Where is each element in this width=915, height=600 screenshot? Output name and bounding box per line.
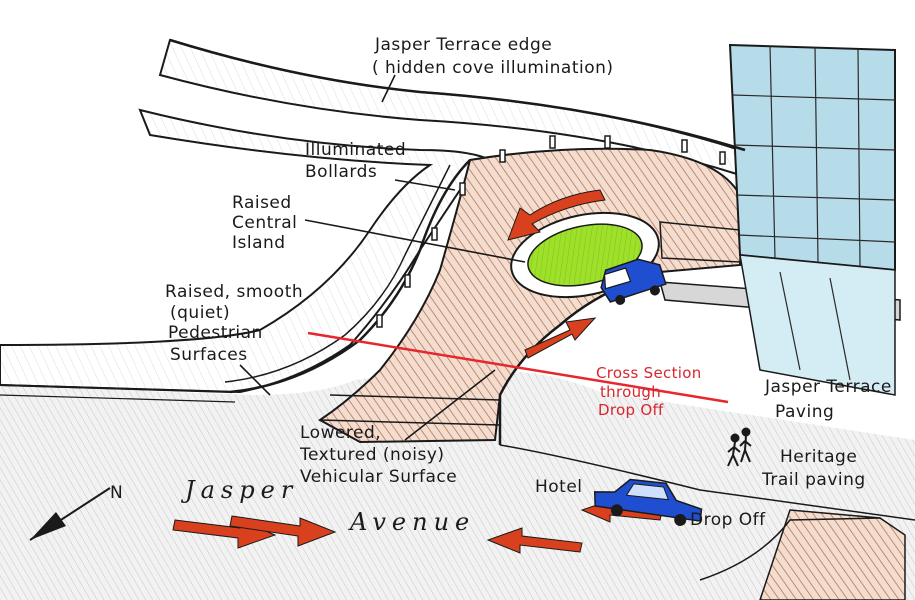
terrace-edge-line (169, 38, 746, 152)
crosswalk-line-1 (329, 394, 501, 401)
leader-ped (239, 364, 271, 396)
label-ped-3: Pedestrian (168, 323, 263, 343)
right-sidewalk-curb (499, 444, 915, 521)
cross-section-line (307, 331, 729, 404)
label-dropoff: Drop Off (690, 510, 766, 530)
label-street-2: Avenue (348, 508, 475, 536)
label-cross-2: through (600, 383, 661, 401)
label-bollards-1: Illuminated (305, 140, 406, 160)
loop-arrow-top (507, 189, 606, 241)
label-heritage-1: Heritage (780, 447, 857, 467)
car-icon (593, 478, 703, 526)
jasper-avenue-road (0, 370, 915, 600)
label-ped-2: (quiet) (170, 303, 230, 323)
label-street-1: Jasper (180, 476, 298, 504)
label-veh-1: Lowered, (300, 423, 381, 443)
leader-terrace-edge (381, 74, 396, 103)
label-ped-1: Raised, smooth (165, 282, 303, 302)
bollard (376, 314, 383, 328)
sidewalk-bottom (699, 517, 881, 581)
label-veh-2: Textured (noisy) (299, 445, 445, 465)
label-terrace-edge-2: ( hidden cove illumination) (372, 58, 614, 78)
heritage-trail-crossing (759, 509, 906, 600)
bollard (499, 149, 506, 163)
avenue-arrow-3 (486, 527, 583, 554)
bollards (376, 135, 726, 328)
north-arrow-icon: N (29, 483, 123, 541)
label-paving-2: Paving (775, 402, 834, 422)
road-edge-2 (0, 394, 236, 403)
leader-island (304, 219, 526, 263)
pedestrians-icon (727, 427, 752, 467)
avenue-arrow-2 (229, 515, 337, 547)
loop-arrow-bottom (524, 317, 597, 359)
label-island-1: Raised (232, 193, 292, 213)
label-ped-4: Surfaces (170, 345, 248, 365)
label-paving-1: Jasper Terrace (764, 377, 892, 397)
bollard (719, 151, 726, 165)
leader-vehicular (404, 369, 496, 441)
traffic-arrows (172, 189, 663, 554)
pedestrian-curb (229, 159, 471, 394)
bollard (404, 274, 411, 288)
crosswalk-line-2 (319, 419, 501, 426)
bollard (604, 135, 611, 149)
bollard (681, 139, 688, 153)
pedestrian-curb-2 (224, 164, 451, 383)
bollard (431, 227, 438, 241)
label-cross-3: Drop Off (598, 401, 664, 419)
road-edge (0, 384, 231, 393)
label-cross-1: Cross Section (596, 364, 702, 382)
north-label: N (110, 483, 123, 503)
bollard (549, 135, 556, 149)
leader-lines (239, 74, 526, 441)
label-heritage-2: Trail paving (761, 470, 866, 490)
building-mullions (731, 45, 896, 381)
drive-into-building (659, 221, 741, 263)
leader-bollards (394, 179, 456, 191)
label-bollards-2: Bollards (305, 162, 377, 182)
label-island-3: Island (232, 233, 286, 253)
bollard (459, 182, 466, 196)
label-veh-3: Vehicular Surface (300, 467, 457, 487)
car-icon (600, 258, 667, 305)
label-island-2: Central (232, 213, 297, 233)
label-terrace-edge-1: Jasper Terrace edge (374, 35, 552, 55)
label-hotel: Hotel (535, 477, 583, 497)
building-lower (739, 254, 896, 396)
